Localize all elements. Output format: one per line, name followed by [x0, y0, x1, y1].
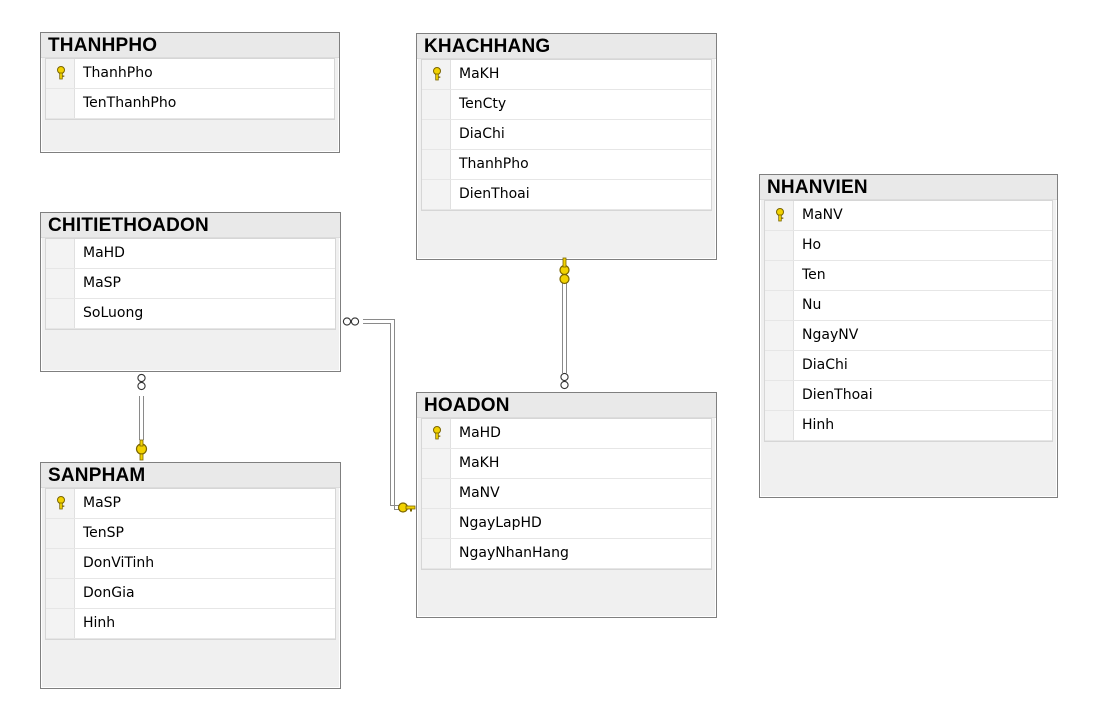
column-name: DienThoai: [802, 387, 873, 403]
table-hoadon[interactable]: HOADON MaHD MaKH MaNV NgayLapHD NgayNhan…: [416, 392, 717, 618]
column-row[interactable]: ThanhPho: [46, 59, 334, 89]
column-name: Hinh: [83, 615, 116, 631]
table-nhanvien[interactable]: NHANVIEN MaNV Ho Ten Nu NgayNV DiaChi Di…: [759, 174, 1058, 498]
table-title: THANHPHO: [41, 33, 339, 58]
table-title: SANPHAM: [41, 463, 340, 488]
column-name: MaSP: [83, 275, 121, 291]
key-icon: [397, 502, 416, 513]
table-chitiethoadon[interactable]: CHITIETHOADON MaHD MaSP SoLuong: [40, 212, 341, 372]
key-icon: [135, 439, 148, 461]
column-name: DiaChi: [459, 126, 505, 142]
table-sanpham[interactable]: SANPHAM MaSP TenSP DonViTinh DonGia Hinh: [40, 462, 341, 689]
column-row[interactable]: MaHD: [46, 239, 335, 269]
column-name: ThanhPho: [459, 156, 529, 172]
column-row[interactable]: Hinh: [46, 609, 335, 639]
column-name: SoLuong: [83, 305, 144, 321]
column-name: Ho: [802, 237, 822, 253]
key-icon: [433, 67, 441, 81]
column-grid: MaHD MaKH MaNV NgayLapHD NgayNhanHang: [421, 418, 712, 570]
infinity-icon: [342, 317, 360, 326]
column-row[interactable]: Hinh: [765, 411, 1052, 441]
column-name: TenSP: [83, 525, 124, 541]
column-name: Hinh: [802, 417, 835, 433]
relationship-hoadon-chitiethoadon[interactable]: [342, 317, 416, 513]
table-title: HOADON: [417, 393, 716, 418]
column-row[interactable]: NgayLapHD: [422, 509, 711, 539]
infinity-icon: [560, 372, 569, 390]
key-icon: [433, 426, 441, 440]
column-name: MaNV: [802, 207, 843, 223]
column-name: MaKH: [459, 66, 500, 82]
column-name: DienThoai: [459, 186, 530, 202]
column-name: MaHD: [83, 245, 125, 261]
column-row[interactable]: Ten: [765, 261, 1052, 291]
column-name: ThanhPho: [83, 65, 153, 81]
column-name: MaSP: [83, 495, 121, 511]
column-row[interactable]: MaSP: [46, 489, 335, 519]
table-title: KHACHHANG: [417, 34, 716, 59]
column-row[interactable]: SoLuong: [46, 299, 335, 329]
key-icon: [559, 257, 570, 285]
infinity-icon: [137, 373, 146, 391]
column-row[interactable]: MaNV: [765, 201, 1052, 231]
table-thanhpho[interactable]: THANHPHO ThanhPho TenThanhPho: [40, 32, 340, 153]
column-row[interactable]: DonViTinh: [46, 549, 335, 579]
column-row[interactable]: MaNV: [422, 479, 711, 509]
column-name: Ten: [802, 267, 826, 283]
column-row[interactable]: DienThoai: [765, 381, 1052, 411]
relationship-khachhang-hoadon[interactable]: [559, 257, 570, 390]
column-row[interactable]: Nu: [765, 291, 1052, 321]
column-row[interactable]: Ho: [765, 231, 1052, 261]
column-row[interactable]: DienThoai: [422, 180, 711, 210]
column-name: DiaChi: [802, 357, 848, 373]
column-row[interactable]: MaHD: [422, 419, 711, 449]
column-name: MaNV: [459, 485, 500, 501]
column-row[interactable]: NgayNhanHang: [422, 539, 711, 569]
column-grid: MaSP TenSP DonViTinh DonGia Hinh: [45, 488, 336, 640]
column-name: Nu: [802, 297, 822, 313]
column-name: TenThanhPho: [83, 95, 177, 111]
column-name: NgayNhanHang: [459, 545, 569, 561]
column-row[interactable]: ThanhPho: [422, 150, 711, 180]
relationship-sanpham-chitiethoadon[interactable]: [135, 373, 148, 461]
column-grid: MaHD MaSP SoLuong: [45, 238, 336, 330]
column-row[interactable]: MaKH: [422, 60, 711, 90]
table-title: CHITIETHOADON: [41, 213, 340, 238]
column-name: DonViTinh: [83, 555, 155, 571]
key-icon: [776, 208, 784, 222]
column-name: MaKH: [459, 455, 500, 471]
column-row[interactable]: TenSP: [46, 519, 335, 549]
column-name: DonGia: [83, 585, 135, 601]
key-icon: [57, 66, 65, 80]
column-grid: ThanhPho TenThanhPho: [45, 58, 335, 120]
column-row[interactable]: DiaChi: [422, 120, 711, 150]
column-name: TenCty: [459, 96, 507, 112]
column-row[interactable]: NgayNV: [765, 321, 1052, 351]
column-row[interactable]: MaSP: [46, 269, 335, 299]
column-row[interactable]: DonGia: [46, 579, 335, 609]
column-name: NgayLapHD: [459, 515, 542, 531]
column-row[interactable]: TenCty: [422, 90, 711, 120]
column-name: MaHD: [459, 425, 501, 441]
column-grid: MaKH TenCty DiaChi ThanhPho DienThoai: [421, 59, 712, 211]
table-khachhang[interactable]: KHACHHANG MaKH TenCty DiaChi ThanhPho Di…: [416, 33, 717, 260]
column-name: NgayNV: [802, 327, 859, 343]
column-row[interactable]: MaKH: [422, 449, 711, 479]
column-row[interactable]: DiaChi: [765, 351, 1052, 381]
column-row[interactable]: TenThanhPho: [46, 89, 334, 119]
column-grid: MaNV Ho Ten Nu NgayNV DiaChi DienThoai H…: [764, 200, 1053, 442]
table-title: NHANVIEN: [760, 175, 1057, 200]
key-icon: [57, 496, 65, 510]
